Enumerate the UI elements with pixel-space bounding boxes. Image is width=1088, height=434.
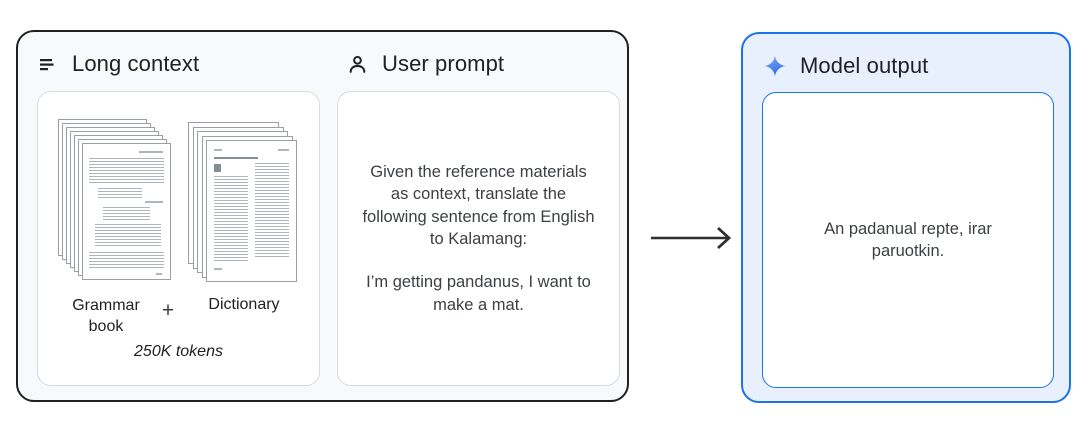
dictionary-label: Dictionary [208,296,280,313]
dictionary-pages [188,122,298,284]
user-prompt-title: User prompt [382,51,505,76]
model-output-card: An padanual repte, irar paruotkin. [762,92,1054,388]
model-output-text: An padanual repte, irar paruotkin. [824,219,992,260]
dictionary-front-page [206,140,297,282]
prompt-paragraph-1: Given the reference materials as context… [362,162,595,248]
output-panel: Model output An padanual repte, irar par… [741,32,1071,403]
token-count-note: 250K tokens [134,343,223,360]
model-output-header: Model output [763,53,928,79]
model-output-title: Model output [800,53,929,78]
user-prompt-header: User prompt [346,51,504,77]
input-panel: Long context User prompt [16,30,629,402]
prompt-paragraph-2: I’m getting pandanus, I want to make a m… [366,273,591,314]
plus-sign: + [161,299,175,322]
person-icon [346,53,369,76]
user-prompt-text: Given the reference materials as context… [361,161,597,317]
user-prompt-card: Given the reference materials as context… [337,91,620,386]
right-arrow-icon [648,224,742,252]
grammar-book-label: Grammar book [72,297,140,335]
grammar-book-pages [58,119,172,281]
long-context-header: Long context [38,51,199,77]
grammar-book-front-page [82,143,171,280]
gemini-spark-icon [763,54,787,78]
notes-icon [38,54,59,75]
long-context-card: Grammar book + Dictionary 250K tokens [37,91,320,386]
long-context-title: Long context [72,51,200,76]
